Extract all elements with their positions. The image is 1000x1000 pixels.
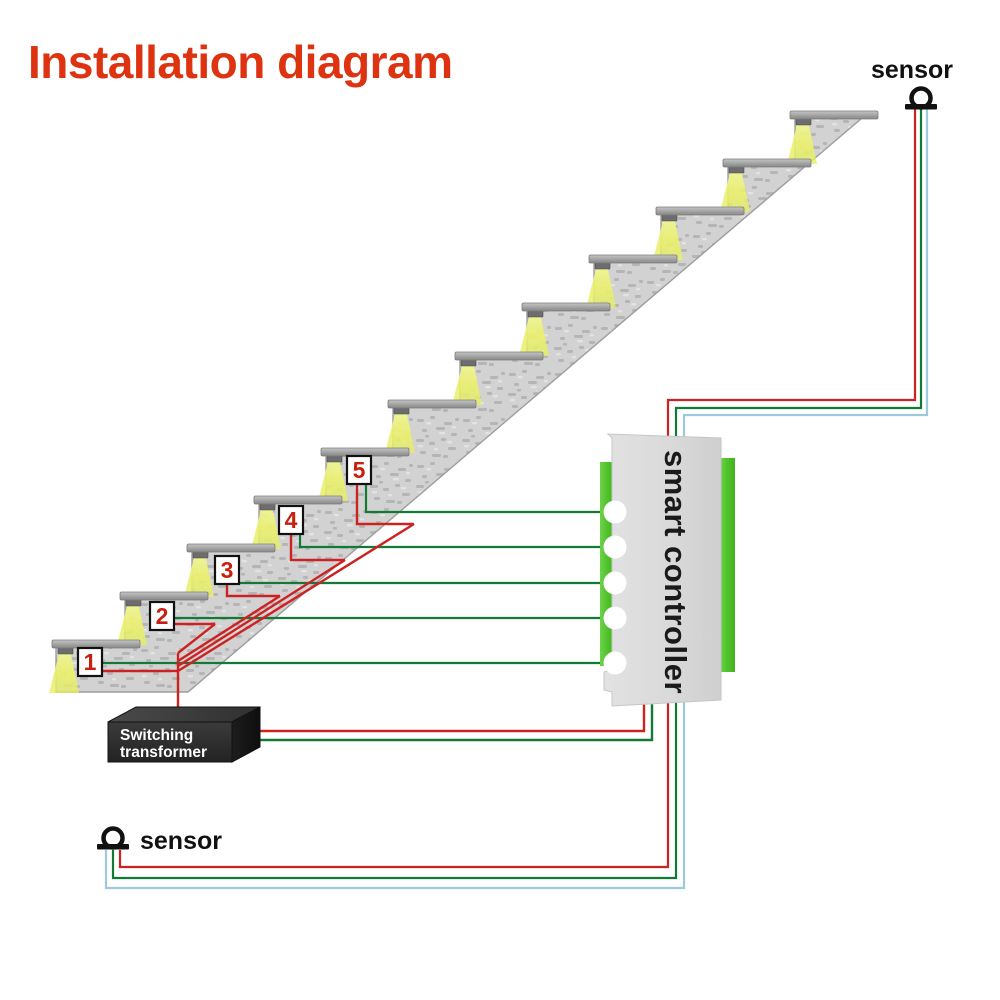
- step-tread: [51, 639, 141, 649]
- light-cone: [318, 458, 348, 501]
- light-cone: [385, 410, 415, 453]
- sensor-top-label: sensor: [871, 56, 953, 84]
- controller-terminal-5[interactable]: [603, 651, 627, 675]
- red-wire-trunk-2: [177, 623, 216, 654]
- bottom-sensor-wire-blue: [104, 700, 686, 890]
- sensor-bottom-label: sensor: [140, 827, 222, 855]
- bottom-sensor-wire-red: [118, 700, 670, 869]
- step-tread: [387, 399, 477, 409]
- red-wire-trunk-4: [177, 558, 346, 668]
- red-wire-step-4: [289, 534, 345, 562]
- transformer-label-line2: transformer: [120, 744, 207, 761]
- tread-group: [51, 110, 879, 649]
- controller-strip-right: [720, 458, 735, 672]
- step-label-4: 4: [277, 504, 305, 536]
- sensor-top-icon-base: [905, 104, 937, 110]
- controller-terminal-group: [603, 500, 627, 675]
- top-sensor-wire-green: [674, 105, 923, 440]
- light-cone: [720, 169, 750, 212]
- step-tread: [253, 495, 343, 505]
- step-tread: [521, 302, 611, 312]
- light-cone: [117, 602, 147, 645]
- top-sensor-wire-red: [666, 105, 917, 440]
- controller-terminal-1[interactable]: [603, 500, 627, 524]
- top-sensor-wire-group: [666, 105, 929, 440]
- green-wire-step-5: [364, 480, 604, 514]
- power-wire-red: [255, 700, 646, 733]
- controller-label: smart controller: [658, 450, 693, 694]
- step-label-group: 1 2 3 4 5: [76, 454, 373, 678]
- sensor-bottom-icon-base: [97, 844, 129, 850]
- step-tread: [320, 447, 410, 457]
- step-label-3-text: 3: [221, 557, 234, 583]
- step-label-5: 5: [345, 454, 373, 486]
- transformer-front: [107, 721, 233, 763]
- step-tread: [454, 351, 544, 361]
- red-wire-step-5: [355, 480, 414, 526]
- smart-controller[interactable]: smart controller: [600, 433, 735, 707]
- red-wire-trunk-5: [177, 522, 415, 673]
- step-tread: [119, 591, 209, 601]
- light-cone-group: [49, 121, 817, 693]
- page-title-text: Installation diagram: [28, 36, 453, 88]
- bottom-sensor-wire-group: [104, 700, 686, 890]
- light-cone: [184, 554, 214, 597]
- step-label-3: 3: [213, 554, 241, 586]
- step-label-1: 1: [76, 646, 104, 678]
- switching-transformer[interactable]: Switching transformer: [107, 706, 261, 763]
- step-tread: [588, 254, 678, 264]
- transformer-label-line1: Switching: [120, 727, 193, 744]
- top-sensor-wire-blue: [682, 105, 929, 440]
- power-wire-group: [255, 700, 654, 742]
- page-title: Installation diagram: [28, 36, 453, 88]
- red-wire-step-3: [225, 583, 280, 598]
- bottom-sensor-wire-green: [111, 700, 678, 880]
- controller-terminal-3[interactable]: [603, 571, 627, 595]
- light-cone: [787, 121, 817, 164]
- sensor-top[interactable]: sensor: [871, 56, 953, 110]
- led-fixture-group: [57, 117, 812, 655]
- power-wire-green: [255, 700, 654, 742]
- light-cone: [519, 313, 549, 356]
- controller-terminal-4[interactable]: [603, 606, 627, 630]
- sensor-bottom[interactable]: sensor: [97, 826, 222, 855]
- step-lights: [49, 110, 879, 693]
- light-cone: [653, 217, 683, 260]
- light-cone: [452, 362, 482, 405]
- red-wire-group: [99, 480, 415, 722]
- light-cone: [49, 650, 79, 693]
- step-label-1-text: 1: [84, 649, 97, 675]
- step-label-2: 2: [148, 600, 176, 632]
- step-tread: [722, 158, 812, 168]
- red-wire-trunk-3: [177, 594, 281, 663]
- step-tread: [186, 543, 276, 553]
- light-cone: [586, 265, 616, 308]
- controller-terminal-2[interactable]: [603, 535, 627, 559]
- step-label-5-text: 5: [353, 457, 366, 483]
- step-label-4-text: 4: [285, 507, 298, 533]
- light-cone: [251, 506, 281, 549]
- step-tread: [655, 206, 745, 216]
- step-label-2-text: 2: [156, 603, 169, 629]
- step-tread: [789, 110, 879, 120]
